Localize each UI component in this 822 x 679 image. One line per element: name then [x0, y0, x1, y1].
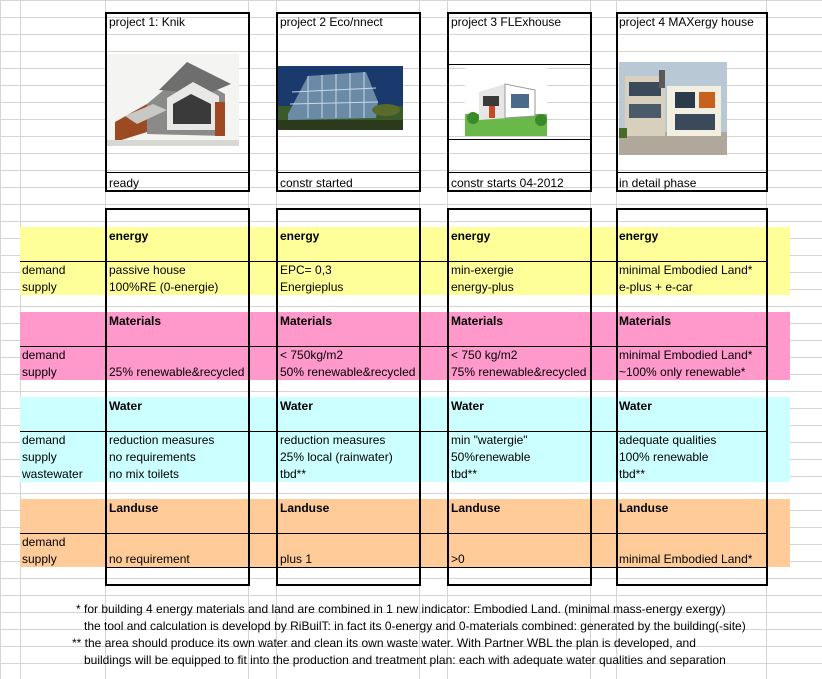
- row-label-supply[interactable]: supply: [22, 450, 57, 464]
- water-band: [20, 397, 790, 482]
- cell-border: [447, 172, 592, 173]
- cell-value[interactable]: tbd**: [451, 467, 478, 481]
- cell-value[interactable]: no requirement: [109, 552, 190, 566]
- row-label-supply[interactable]: supply: [22, 365, 57, 379]
- project-2-status[interactable]: constr started: [280, 176, 353, 190]
- row-label-wastewater[interactable]: wastewater: [22, 467, 83, 481]
- cell-border: [105, 172, 250, 173]
- cell-border: [447, 139, 592, 140]
- project-column-2: [276, 208, 421, 586]
- row-label-supply[interactable]: supply: [22, 280, 57, 294]
- row-label-demand[interactable]: demand: [22, 535, 66, 549]
- row-label-demand[interactable]: demand: [22, 263, 66, 277]
- footnote-2-cont[interactable]: buildings will be equipped to fit into t…: [84, 653, 726, 667]
- cell-border: [447, 64, 592, 65]
- row-border: [20, 346, 768, 347]
- project-box-4: [616, 12, 768, 192]
- water-heading[interactable]: Water: [451, 399, 484, 413]
- project-3-house-render[interactable]: [465, 66, 547, 136]
- project-column-4: [616, 208, 768, 586]
- landuse-heading[interactable]: Landuse: [280, 501, 330, 515]
- project-4-status[interactable]: in detail phase: [619, 176, 697, 190]
- row-label-demand[interactable]: demand: [22, 348, 66, 362]
- cell-value[interactable]: 50% renewable&recycled: [280, 365, 416, 379]
- project-1-house-photo[interactable]: [107, 54, 239, 146]
- footnote-2[interactable]: ** the area should produce its own water…: [72, 636, 696, 650]
- project-2-title[interactable]: project 2 Eco/nnect: [280, 15, 383, 29]
- row-border: [105, 567, 768, 568]
- cell-value[interactable]: < 750 kg/m2: [451, 348, 518, 362]
- cell-value[interactable]: minimal Embodied Land*: [619, 263, 753, 277]
- cell-value[interactable]: Energieplus: [280, 280, 344, 294]
- cell-value[interactable]: passive house: [109, 263, 186, 277]
- project-2-building-photo[interactable]: [278, 66, 403, 130]
- row-border: [20, 533, 768, 534]
- energy-heading[interactable]: energy: [451, 229, 491, 243]
- project-3-status[interactable]: constr starts 04-2012: [451, 176, 564, 190]
- cell-value[interactable]: 100%RE (0-energie): [109, 280, 219, 294]
- materials-heading[interactable]: Materials: [109, 314, 162, 328]
- row-border: [20, 261, 768, 262]
- cell-value[interactable]: adequate qualities: [619, 433, 717, 447]
- water-heading[interactable]: Water: [619, 399, 652, 413]
- cell-value[interactable]: min "watergie": [451, 433, 528, 447]
- footnote-1-cont[interactable]: the tool and calculation is developd by …: [84, 619, 746, 633]
- energy-heading[interactable]: energy: [280, 229, 320, 243]
- cell-value[interactable]: plus 1: [280, 552, 313, 566]
- cell-value[interactable]: e-plus + e-car: [619, 280, 693, 294]
- project-column-1: [105, 208, 250, 586]
- materials-heading[interactable]: Materials: [280, 314, 333, 328]
- cell-value[interactable]: EPC= 0,3: [280, 263, 332, 277]
- materials-heading[interactable]: Materials: [451, 314, 504, 328]
- cell-value[interactable]: no mix toilets: [109, 467, 180, 481]
- cell-value[interactable]: reduction measures: [280, 433, 386, 447]
- cell-value[interactable]: tbd**: [619, 467, 646, 481]
- cell-value[interactable]: 75% renewable&recycled: [451, 365, 587, 379]
- cell-value[interactable]: < 750kg/m2: [280, 348, 344, 362]
- row-label-demand[interactable]: demand: [22, 433, 66, 447]
- cell-value[interactable]: min-exergie: [451, 263, 514, 277]
- project-1-title[interactable]: project 1: Knik: [109, 15, 186, 29]
- project-box-1: [105, 12, 250, 192]
- cell-value[interactable]: reduction measures: [109, 433, 215, 447]
- cell-value[interactable]: minimal Embodied Land*: [619, 552, 753, 566]
- cell-border: [616, 172, 768, 173]
- footnote-1[interactable]: * for building 4 energy materials and la…: [76, 602, 726, 616]
- cell-value[interactable]: energy-plus: [451, 280, 514, 294]
- project-4-title[interactable]: project 4 MAXergy house: [619, 15, 754, 29]
- energy-heading[interactable]: energy: [619, 229, 659, 243]
- cell-value[interactable]: 25% renewable&recycled: [109, 365, 245, 379]
- landuse-heading[interactable]: Landuse: [451, 501, 501, 515]
- project-box-2: [276, 12, 421, 192]
- landuse-heading[interactable]: Landuse: [619, 501, 669, 515]
- project-3-title[interactable]: project 3 FLExhouse: [451, 15, 562, 29]
- landuse-heading[interactable]: Landuse: [109, 501, 159, 515]
- project-column-3: [447, 208, 592, 586]
- cell-value[interactable]: 50%renewable: [451, 450, 531, 464]
- cell-value[interactable]: 25% local (rainwater): [280, 450, 393, 464]
- cell-value[interactable]: 100% renewable: [619, 450, 709, 464]
- cell-value[interactable]: tbd**: [280, 467, 307, 481]
- cell-border: [276, 172, 421, 173]
- row-border: [20, 431, 768, 432]
- water-heading[interactable]: Water: [109, 399, 142, 413]
- cell-value[interactable]: ~100% only renewable*: [619, 365, 746, 379]
- row-label-supply[interactable]: supply: [22, 552, 57, 566]
- energy-heading[interactable]: energy: [109, 229, 149, 243]
- project-4-house-photo[interactable]: [619, 62, 727, 155]
- materials-heading[interactable]: Materials: [619, 314, 672, 328]
- cell-value[interactable]: >0: [451, 552, 465, 566]
- project-1-status[interactable]: ready: [109, 176, 140, 190]
- cell-value[interactable]: no requirements: [109, 450, 196, 464]
- water-heading[interactable]: Water: [280, 399, 313, 413]
- project-box-3: [447, 12, 592, 192]
- cell-value[interactable]: minimal Embodied Land*: [619, 348, 753, 362]
